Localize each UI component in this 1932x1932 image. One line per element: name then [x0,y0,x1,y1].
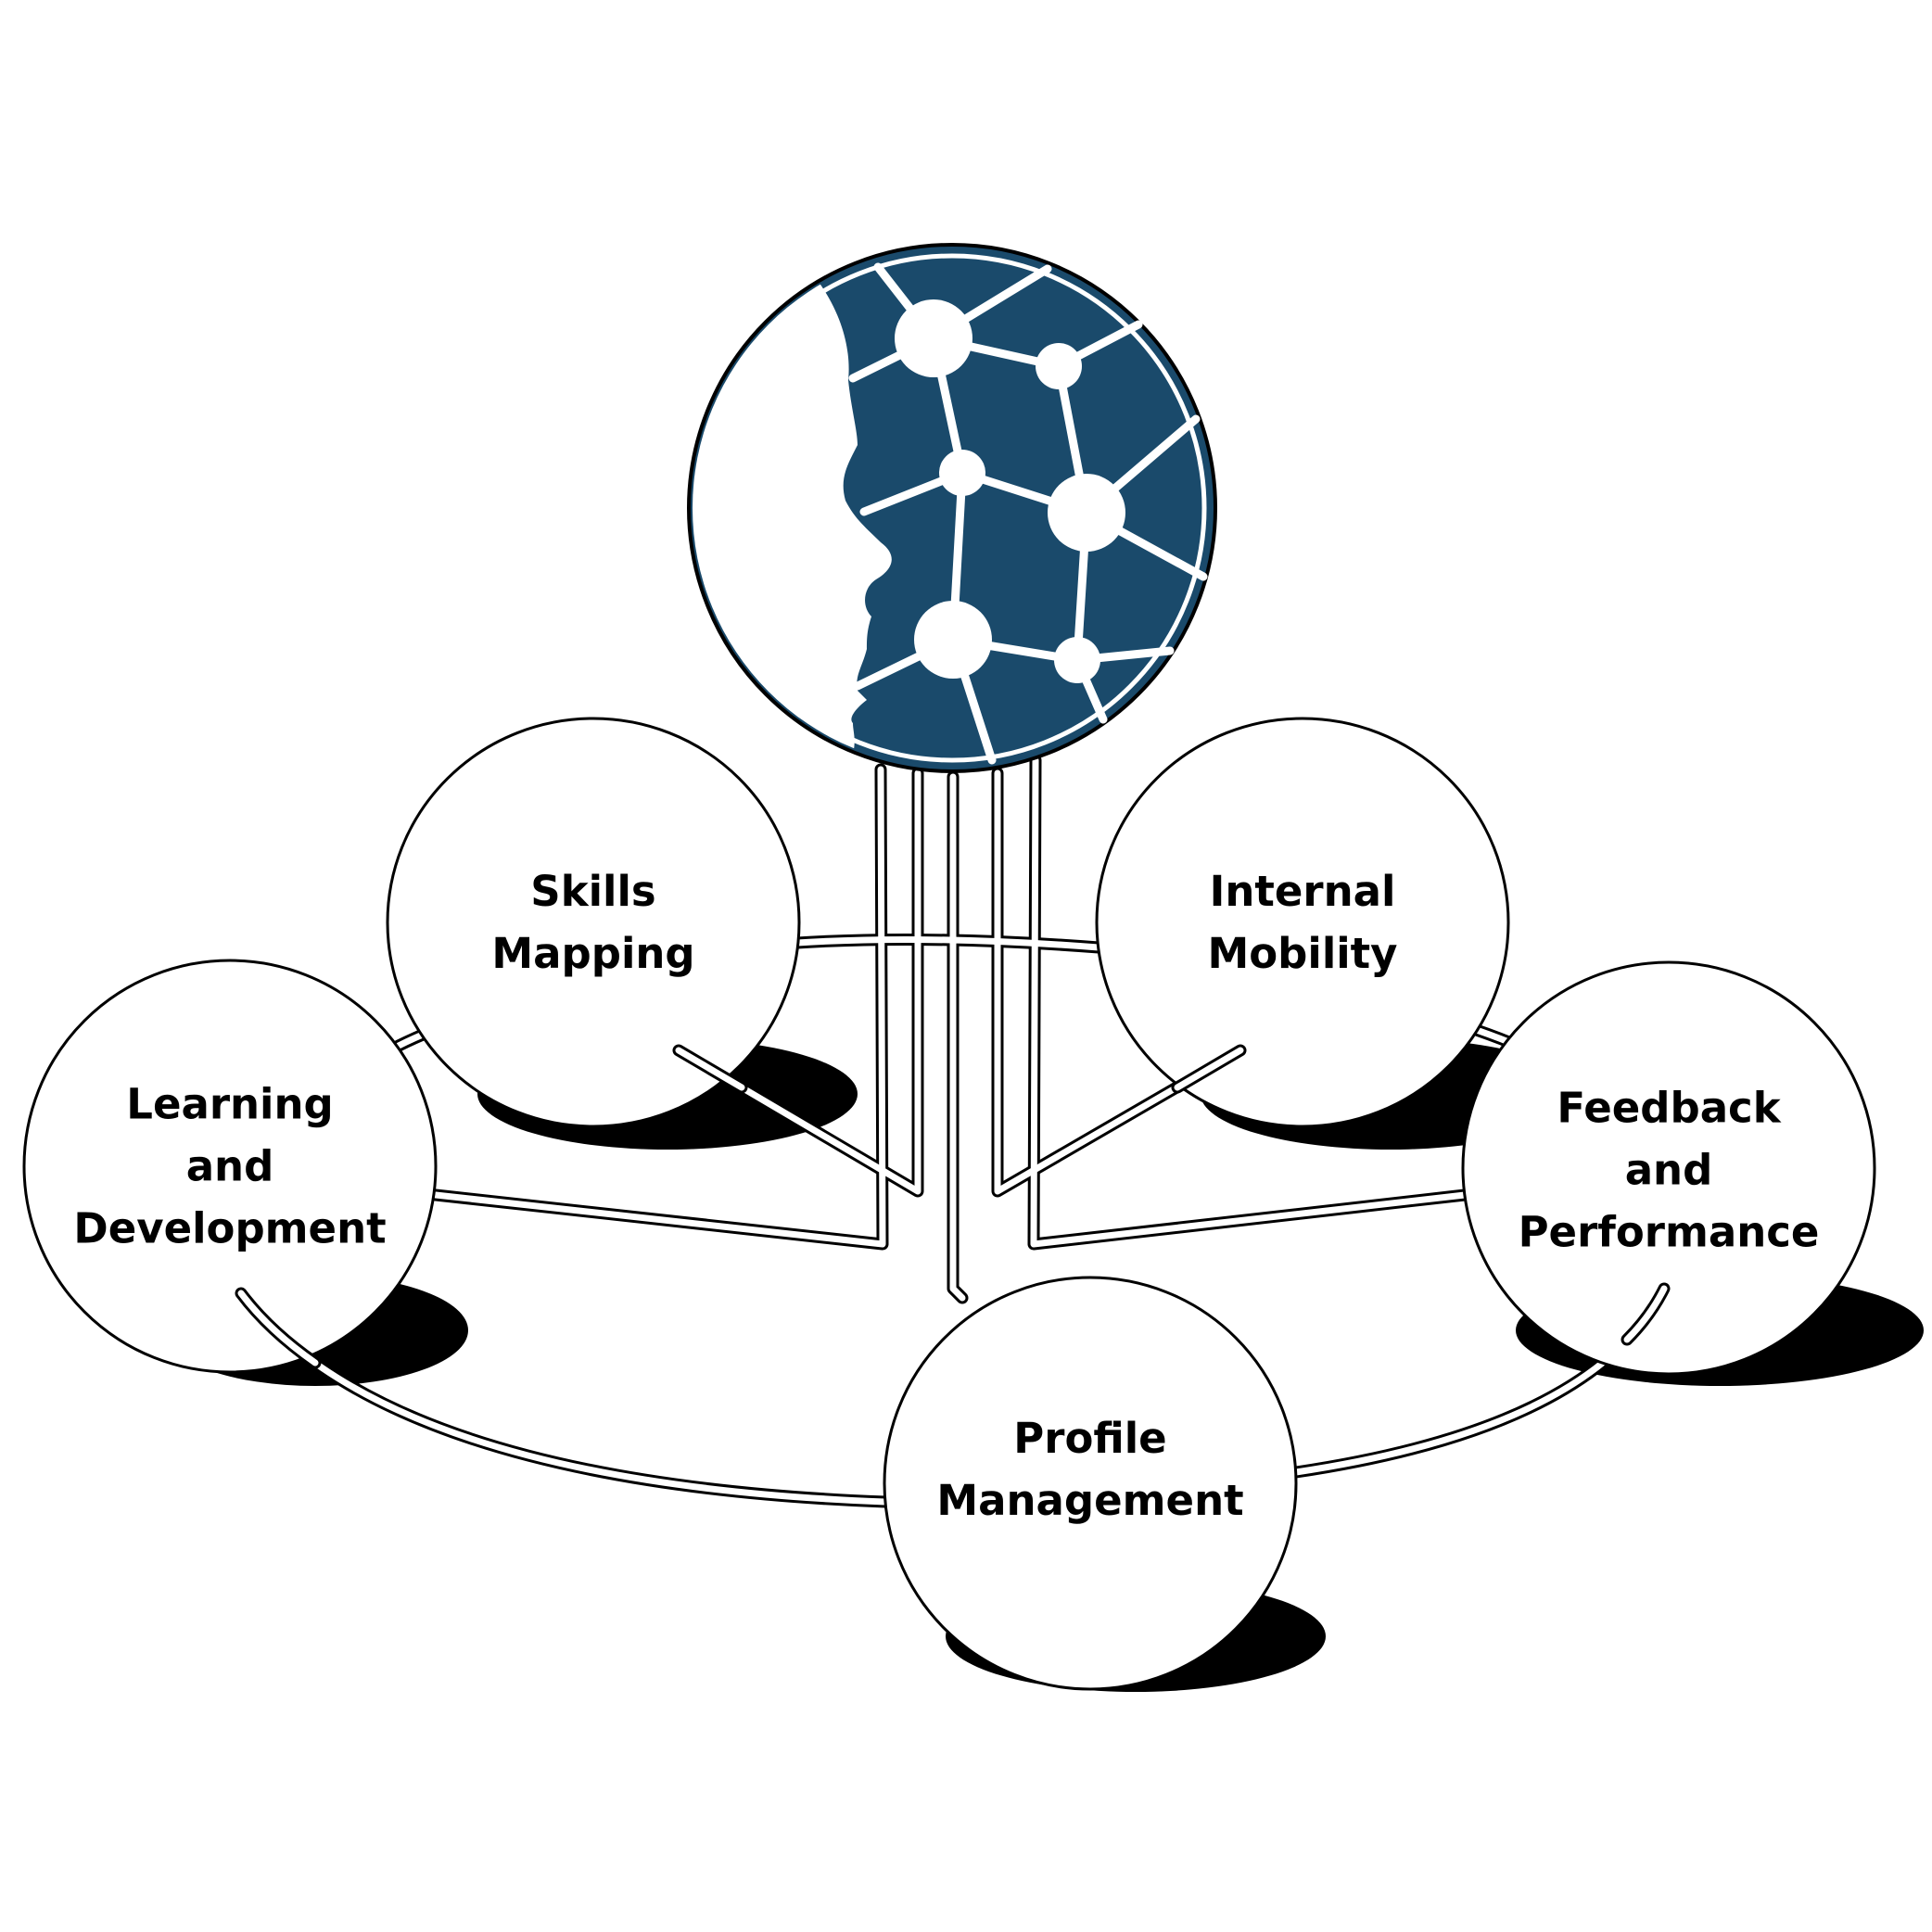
network-node [914,601,992,679]
network-node [1048,474,1125,552]
node-circle-learning [22,959,438,1374]
node-circles [22,717,1876,1691]
network-node [1054,637,1100,683]
network-node [939,450,985,496]
network-node [895,299,972,377]
node-circle-skills [386,717,801,1128]
ai-head-network-icon [687,243,1217,773]
node-circle-feedback [1461,960,1876,1376]
network-node [1036,343,1082,389]
node-circle-mobility [1095,717,1510,1128]
node-circle-profile [883,1276,1298,1691]
